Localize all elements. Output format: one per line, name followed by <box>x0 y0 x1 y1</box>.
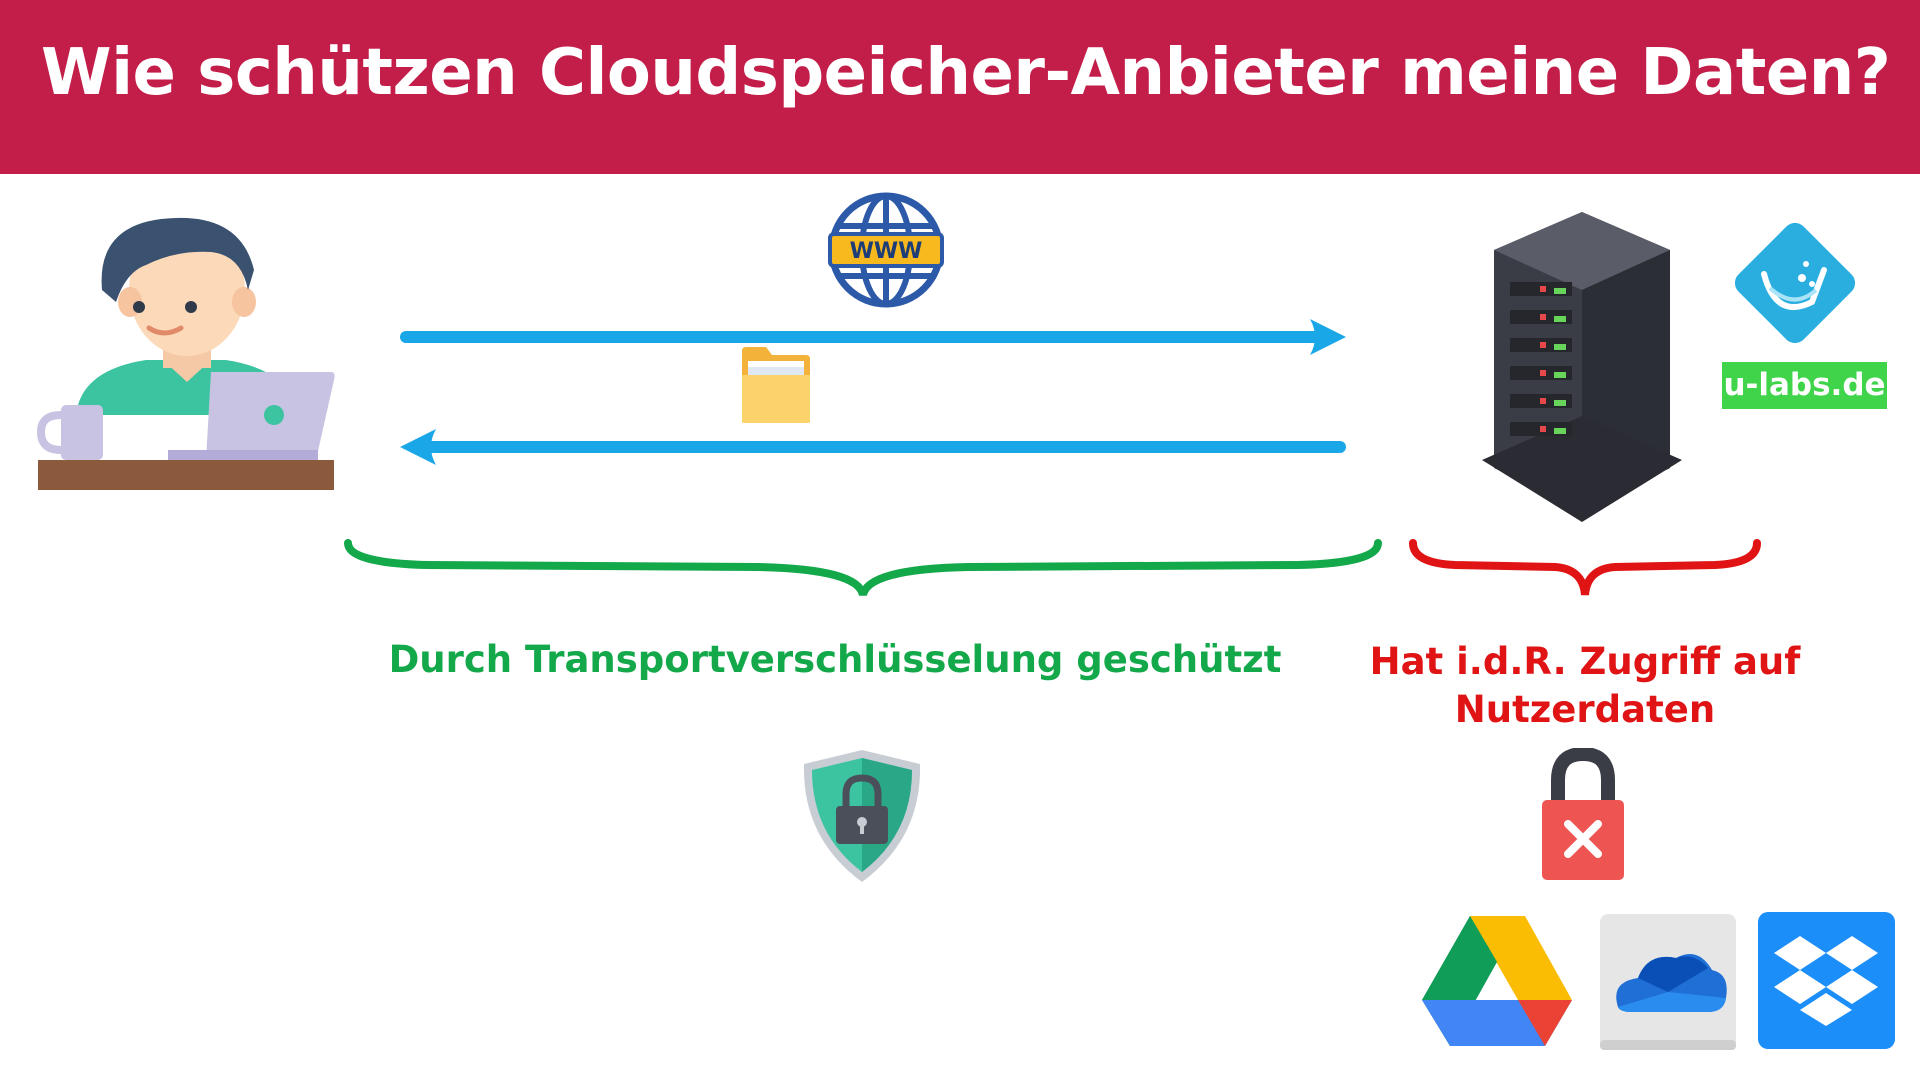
transport-encryption-label: Durch Transportverschlüsselung geschützt <box>388 638 1282 681</box>
broken-lock-icon <box>1542 748 1624 880</box>
shield-lock-icon <box>803 750 921 882</box>
page-title: Wie schützen Cloudspeicher-Anbieter mein… <box>41 36 1891 110</box>
upload-arrow <box>400 319 1346 355</box>
server-leds <box>1510 282 1572 436</box>
onedrive-icon <box>1600 914 1736 1050</box>
u-labs-logo-icon <box>1734 222 1856 344</box>
google-drive-icon <box>1422 916 1572 1046</box>
header-banner: Wie schützen Cloudspeicher-Anbieter mein… <box>0 0 1920 174</box>
red-brace <box>1409 539 1761 596</box>
server-icon <box>1482 212 1682 522</box>
dropbox-icon <box>1758 912 1895 1049</box>
user-at-laptop-icon <box>36 217 335 490</box>
provider-access-line2: Nutzerdaten <box>1454 688 1716 731</box>
green-brace <box>344 539 1382 597</box>
download-arrow <box>400 429 1346 465</box>
www-label: WWW <box>850 239 923 264</box>
folder-icon <box>742 347 810 423</box>
provider-access-line1: Hat i.d.R. Zugriff auf <box>1369 640 1801 683</box>
brand-label: u-labs.de <box>1722 362 1887 409</box>
provider-access-label: Hat i.d.R. Zugriff auf Nutzerdaten <box>1340 638 1830 734</box>
globe-www-icon: WWW <box>828 192 944 308</box>
